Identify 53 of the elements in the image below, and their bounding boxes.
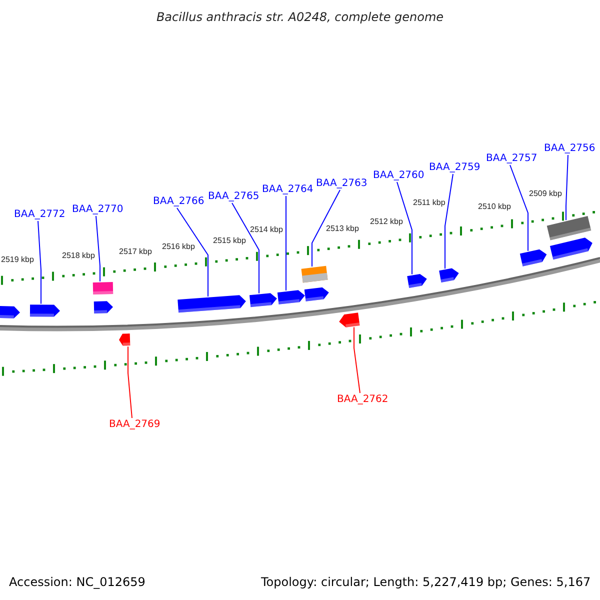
scale-label: 2518 kbp: [62, 252, 95, 260]
leader-line: [354, 326, 360, 394]
gene-label: BAA_2763: [316, 178, 368, 189]
feature-block: [546, 216, 592, 240]
gene-block: [439, 268, 459, 282]
leader-line: [510, 164, 528, 252]
gene-block: [178, 295, 246, 313]
gene-label: BAA_2764: [262, 184, 314, 195]
gene-block: [339, 312, 360, 328]
gene-label: BAA_2760: [373, 170, 424, 181]
scale-label: 2516 kbp: [162, 243, 195, 251]
gene-block: [0, 306, 20, 318]
footer-text: Topology: circular; Length: 5,227,419 bp; Genes: 5,167: [261, 576, 591, 588]
scale-label: 2510 kbp: [478, 203, 511, 211]
gene-block: [304, 287, 329, 302]
gene-block: [550, 238, 592, 260]
leader-line: [232, 202, 260, 294]
gene-label: BAA_2757: [486, 153, 538, 164]
gene-label: BAA_2765: [208, 191, 260, 202]
scale-label: 2519 kbp: [1, 256, 34, 264]
feature-block: [92, 282, 114, 294]
feature-block: [301, 266, 328, 283]
gene-block: [520, 249, 547, 266]
leader-line: [128, 346, 132, 418]
gene-block: [30, 304, 60, 317]
gene-label: BAA_2770: [72, 204, 124, 215]
scale-label: 2511 kbp: [413, 199, 446, 207]
scale-label: 2515 kbp: [213, 237, 246, 245]
footer-text: Accession: NC_012659: [9, 576, 146, 588]
gene-label: BAA_2759: [429, 162, 480, 173]
gene-label: BAA_2772: [14, 209, 66, 220]
gene-block: [94, 301, 113, 314]
scale-label: 2514 kbp: [250, 226, 283, 234]
gene-label: BAA_2769: [109, 419, 160, 430]
scale-label: 2517 kbp: [119, 248, 152, 256]
gene-block: [277, 290, 305, 304]
gene-block: [249, 293, 277, 308]
leader-line: [96, 216, 100, 282]
scale-label: 2513 kbp: [326, 225, 359, 233]
gene-label: BAA_2766: [153, 196, 204, 207]
title: Bacillus anthracis str. A0248, complete genome: [155, 11, 445, 23]
gene-label: BAA_2756: [544, 143, 596, 154]
leader-line: [396, 182, 412, 275]
gene-block: [407, 274, 427, 288]
leader-line: [38, 220, 42, 304]
scale-label: 2512 kbp: [370, 218, 403, 226]
leader-line: [566, 154, 568, 221]
scale-label: 2509 kbp: [529, 190, 562, 198]
gene-block: [119, 334, 130, 346]
leader-line: [312, 190, 340, 268]
gene-label: BAA_2762: [337, 394, 388, 405]
leader-line: [444, 174, 454, 270]
leader-line: [176, 208, 208, 297]
